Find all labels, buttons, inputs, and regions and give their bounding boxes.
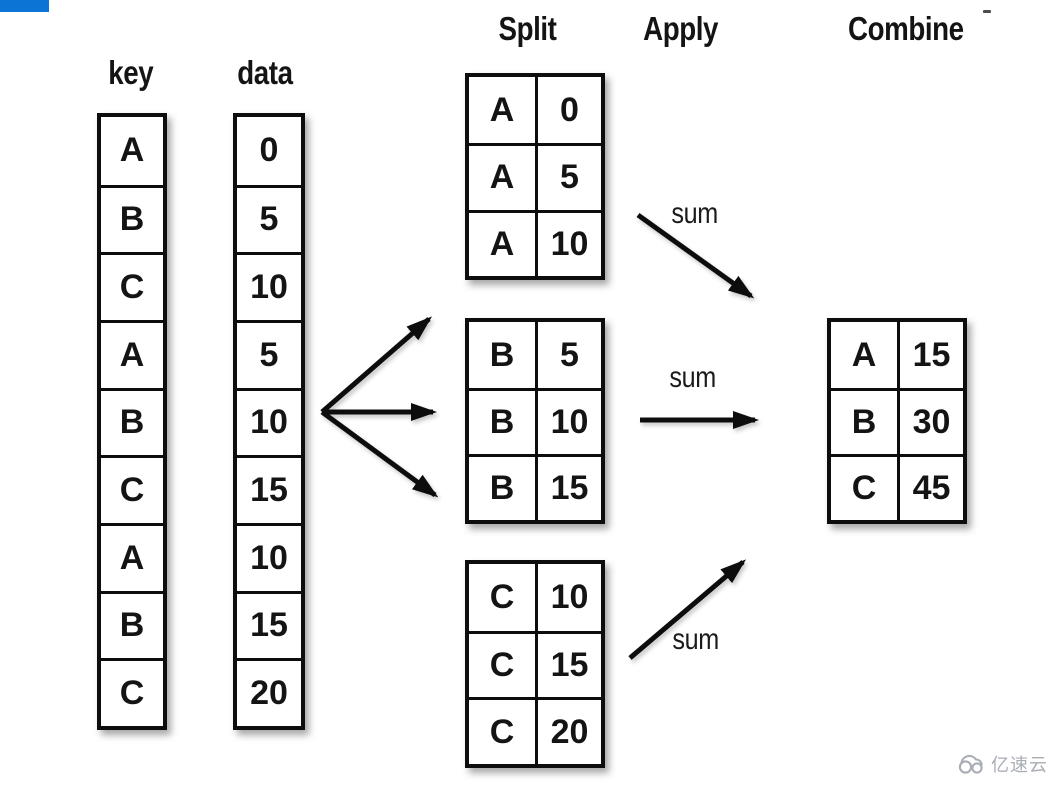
split-arrow-to-c xyxy=(320,409,439,498)
split-a-key-cell: A xyxy=(489,90,515,129)
combine-stage-header: Combine xyxy=(821,10,991,47)
split-arrow-to-a xyxy=(320,316,433,414)
apply-stage-header: Apply xyxy=(596,10,766,47)
data-cell: 20 xyxy=(237,658,301,726)
key-cell: B xyxy=(101,590,163,659)
combine-value-cell: 15 xyxy=(897,322,963,388)
combine-key-cell: C xyxy=(831,454,897,520)
combine-key-cell: A xyxy=(851,335,877,374)
data-cell: 10 xyxy=(237,522,301,591)
key-cell: A xyxy=(101,319,163,388)
data-cell: 5 xyxy=(237,319,301,388)
sum-label-bottom: sum xyxy=(672,623,720,656)
split-c-value-cell: 15 xyxy=(535,630,601,698)
key-column-table: A B C A B C A B C xyxy=(97,113,167,730)
key-cell: B xyxy=(101,387,163,456)
minimize-dash-artifact xyxy=(983,10,991,13)
split-c-key-cell: C xyxy=(469,630,535,698)
split-a-key-cell: A xyxy=(469,209,535,276)
combine-key-cell: B xyxy=(831,388,897,454)
key-cell: A xyxy=(101,522,163,591)
key-cell: A xyxy=(119,131,145,170)
key-cell: B xyxy=(101,184,163,253)
split-b-value-cell: 5 xyxy=(535,322,601,388)
split-a-value-cell: 0 xyxy=(535,77,601,144)
split-b-value-cell: 10 xyxy=(535,388,601,454)
split-c-key-cell: C xyxy=(469,697,535,764)
split-table-group-a: A 0 A 5 A 10 xyxy=(465,73,605,280)
apply-stage-header-label: Apply xyxy=(643,10,719,47)
split-a-value-cell: 5 xyxy=(535,143,601,210)
combine-value-cell: 45 xyxy=(897,454,963,520)
split-b-key-cell: B xyxy=(469,388,535,454)
data-cell: 10 xyxy=(237,387,301,456)
split-c-value-cell: 10 xyxy=(535,564,601,631)
key-cell: C xyxy=(101,658,163,726)
key-cell: C xyxy=(101,455,163,523)
data-cell: 0 xyxy=(259,131,279,170)
split-table-group-b: B 5 B 10 B 15 xyxy=(465,318,605,524)
split-a-key-cell: A xyxy=(469,143,535,209)
cloud-logo-icon xyxy=(958,754,983,774)
split-b-key-cell: B xyxy=(469,454,535,520)
data-column-table: 0 5 10 5 10 15 10 15 20 xyxy=(233,113,305,730)
sum-label-top: sum xyxy=(671,197,719,230)
data-column-header-label: data xyxy=(237,54,293,91)
key-column-header: key xyxy=(46,54,216,91)
watermark: 亿速云 xyxy=(956,751,1048,777)
combine-stage-header-label: Combine xyxy=(848,10,964,47)
key-column-header-label: key xyxy=(108,54,154,91)
split-a-value-cell: 10 xyxy=(535,209,601,276)
data-column-header: data xyxy=(180,54,350,91)
data-cell: 15 xyxy=(237,455,301,523)
combine-result-table: A 15 B 30 C 45 xyxy=(827,318,967,524)
data-cell: 15 xyxy=(237,590,301,659)
data-cell: 10 xyxy=(237,252,301,320)
split-c-key-cell: C xyxy=(489,577,515,616)
split-c-value-cell: 20 xyxy=(535,697,601,764)
split-stage-header-label: Split xyxy=(498,10,556,47)
split-stage-header: Split xyxy=(442,10,612,47)
data-cell: 5 xyxy=(237,184,301,253)
combine-value-cell: 30 xyxy=(897,388,963,454)
sum-label-middle: sum xyxy=(669,361,717,394)
split-b-key-cell: B xyxy=(489,335,515,374)
split-b-value-cell: 15 xyxy=(535,454,601,520)
watermark-text: 亿速云 xyxy=(991,755,1048,776)
split-table-group-c: C 10 C 15 C 20 xyxy=(465,560,605,768)
key-cell: C xyxy=(101,252,163,320)
top-left-blue-strip xyxy=(0,0,49,12)
